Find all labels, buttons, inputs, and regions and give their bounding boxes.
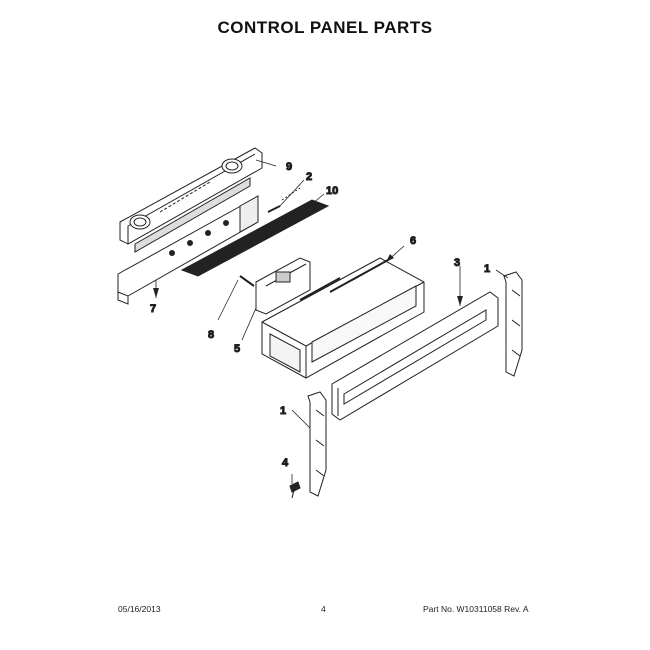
part-1-left-endcap [307, 391, 327, 497]
page-title: CONTROL PANEL PARTS [217, 18, 433, 37]
part-4-screw [289, 481, 301, 499]
callout-7: 7 [150, 303, 156, 315]
callout-5: 5 [234, 343, 240, 355]
callout-2: 2 [306, 171, 312, 183]
callout-10: 10 [326, 185, 338, 197]
part-3-console-frame [331, 291, 499, 421]
part-10-strip [180, 199, 330, 277]
part-7-lower-panel [117, 195, 259, 305]
callout-6: 6 [410, 235, 416, 247]
leader-arrowheads [153, 254, 463, 306]
part-9-rear-panel [119, 147, 263, 253]
footer-date: 05/16/2013 [118, 604, 161, 614]
callout-9: 9 [286, 161, 292, 173]
callout-8: 8 [208, 329, 214, 341]
part-2-screw [267, 187, 301, 213]
callout-4: 4 [282, 457, 289, 469]
callout-1-right: 1 [484, 263, 490, 275]
callout-1-left: 1 [280, 405, 286, 417]
part-6-panel-housing [261, 257, 425, 379]
footer-page-number: 4 [321, 604, 326, 614]
footer-part-number: Part No. W10311058 Rev. A [423, 604, 529, 614]
part-5-control-board [239, 257, 311, 315]
callout-3: 3 [454, 257, 460, 269]
part-1-right-endcap [503, 271, 523, 377]
